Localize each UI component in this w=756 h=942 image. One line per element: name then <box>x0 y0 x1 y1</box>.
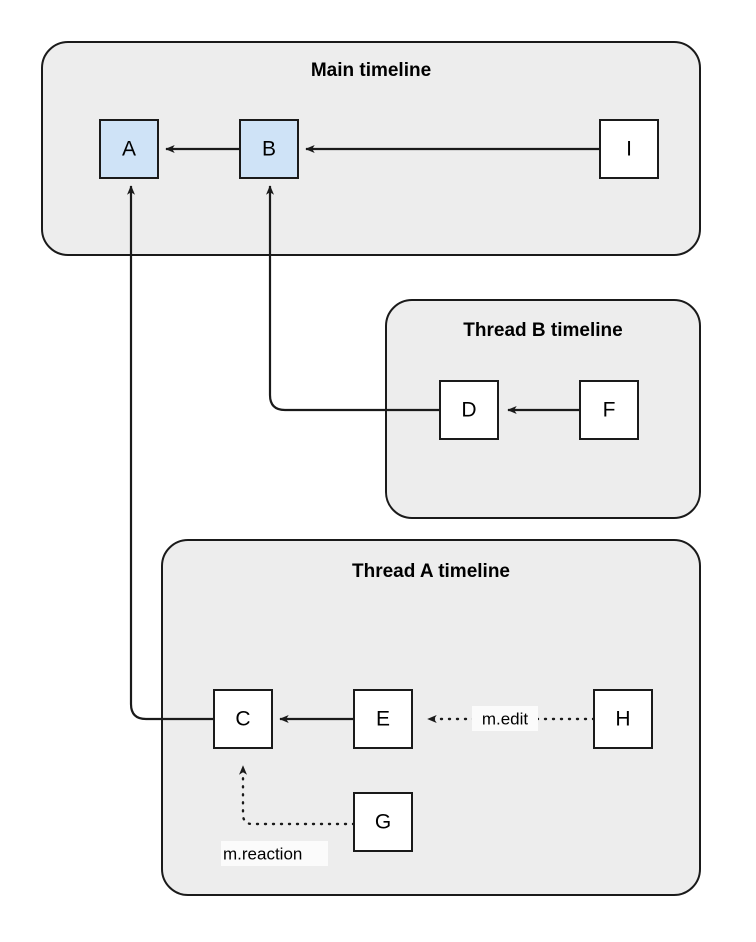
edge-d-to-b <box>266 185 440 412</box>
node-D[interactable]: D <box>439 380 499 440</box>
node-E-rect[interactable] <box>353 689 413 749</box>
node-I-label: I <box>626 138 632 161</box>
node-H-rect[interactable] <box>593 689 653 749</box>
edge-c-to-a <box>127 185 214 721</box>
edge-label-m-reaction-bg <box>221 841 328 866</box>
node-E-label: E <box>376 708 390 731</box>
edge-label-m-edit: m.edit <box>472 706 538 731</box>
node-B-label: B <box>262 138 276 161</box>
node-C[interactable]: C <box>213 689 273 749</box>
node-G[interactable]: G <box>353 792 413 852</box>
node-F-label: F <box>603 399 616 422</box>
node-F-rect[interactable] <box>579 380 639 440</box>
node-C-rect[interactable] <box>213 689 273 749</box>
group-thread-a-timeline-title: Thread A timeline <box>352 561 510 582</box>
node-F[interactable]: F <box>579 380 639 440</box>
node-E[interactable]: E <box>353 689 413 749</box>
node-A-label: A <box>122 138 136 161</box>
node-D-rect[interactable] <box>439 380 499 440</box>
group-thread-b-timeline-title: Thread B timeline <box>463 320 622 341</box>
group-main-timeline-title: Main timeline <box>311 60 431 81</box>
node-I[interactable]: I <box>599 119 659 179</box>
edge-label-m-reaction: m.reaction <box>221 841 328 866</box>
node-G-label: G <box>375 811 391 834</box>
node-C-label: C <box>235 708 250 731</box>
node-A[interactable]: A <box>99 119 159 179</box>
edge-label-m-edit-text: m.edit <box>482 709 529 728</box>
edge-label-m-reaction-text: m.reaction <box>223 844 302 863</box>
node-A-rect[interactable] <box>99 119 159 179</box>
node-H-label: H <box>615 708 630 731</box>
node-B-rect[interactable] <box>239 119 299 179</box>
node-I-rect[interactable] <box>599 119 659 179</box>
node-D-label: D <box>461 399 476 422</box>
node-G-rect[interactable] <box>353 792 413 852</box>
node-B[interactable]: B <box>239 119 299 179</box>
node-H[interactable]: H <box>593 689 653 749</box>
edge-label-m-edit-bg <box>472 706 538 731</box>
